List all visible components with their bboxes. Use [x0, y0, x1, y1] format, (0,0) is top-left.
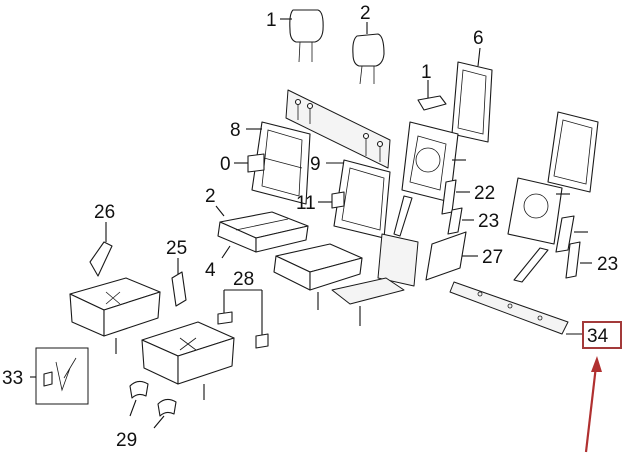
callout-6: 6: [473, 28, 484, 49]
headrest-1-top: [289, 9, 324, 63]
seat-back-frame-center: [393, 121, 459, 237]
bracket-panel: [285, 89, 391, 169]
hinge-26: [89, 241, 113, 277]
clip-1-mid: [417, 95, 447, 111]
latch-cover-0: [247, 153, 265, 173]
panel-right-upper: [555, 215, 575, 253]
leader-6: [477, 47, 481, 67]
callout-2-left: 2: [205, 186, 216, 207]
callout-29: 29: [116, 430, 137, 451]
back-panel-center: [377, 233, 419, 287]
seat-base-center: [141, 321, 235, 385]
callout-25: 25: [166, 238, 187, 259]
callout-22: 22: [474, 183, 495, 204]
callout-2-top: 2: [360, 3, 371, 24]
callout-0: 0: [220, 154, 231, 175]
seat-cushion-2: [217, 211, 309, 253]
leader-2-left: [215, 205, 225, 217]
panel-23-a: [447, 207, 463, 235]
seat-back-frame-6: [451, 61, 493, 143]
callout-26: 26: [94, 202, 115, 223]
panel-27: [425, 231, 467, 281]
bracket-28: [217, 289, 269, 349]
callout-23-a: 23: [478, 211, 499, 232]
callout-34: 34: [587, 326, 609, 347]
leader-4: [221, 245, 231, 259]
cushion-base: [331, 277, 405, 305]
headrest-2-top: [352, 33, 385, 85]
callout-27: 27: [482, 247, 503, 268]
pointer-arrow: [584, 356, 602, 453]
callout-1-mid: 1: [421, 62, 432, 83]
callout-1-top: 1: [266, 10, 277, 31]
callout-8: 8: [230, 120, 241, 141]
seat-back-frame-right-lower: [507, 177, 563, 283]
callout-9: 9: [310, 154, 321, 175]
floor-strip-34: [449, 281, 569, 335]
seat-back-frame-right: [547, 111, 599, 193]
callout-33: 33: [2, 368, 23, 389]
hinge-25: [171, 271, 187, 307]
seat-base-26: [69, 277, 161, 337]
callout-4: 4: [205, 260, 216, 281]
covers-29: [129, 380, 177, 429]
seat-cushion-center: [273, 243, 363, 291]
callout-11: 11: [296, 193, 316, 214]
callout-23-b: 23: [597, 254, 618, 275]
panel-23-b: [565, 241, 581, 279]
highlight-box-34: [582, 321, 622, 349]
callout-28: 28: [233, 269, 254, 290]
detail-box-33: [35, 347, 89, 405]
seat-back-9: [331, 159, 391, 239]
